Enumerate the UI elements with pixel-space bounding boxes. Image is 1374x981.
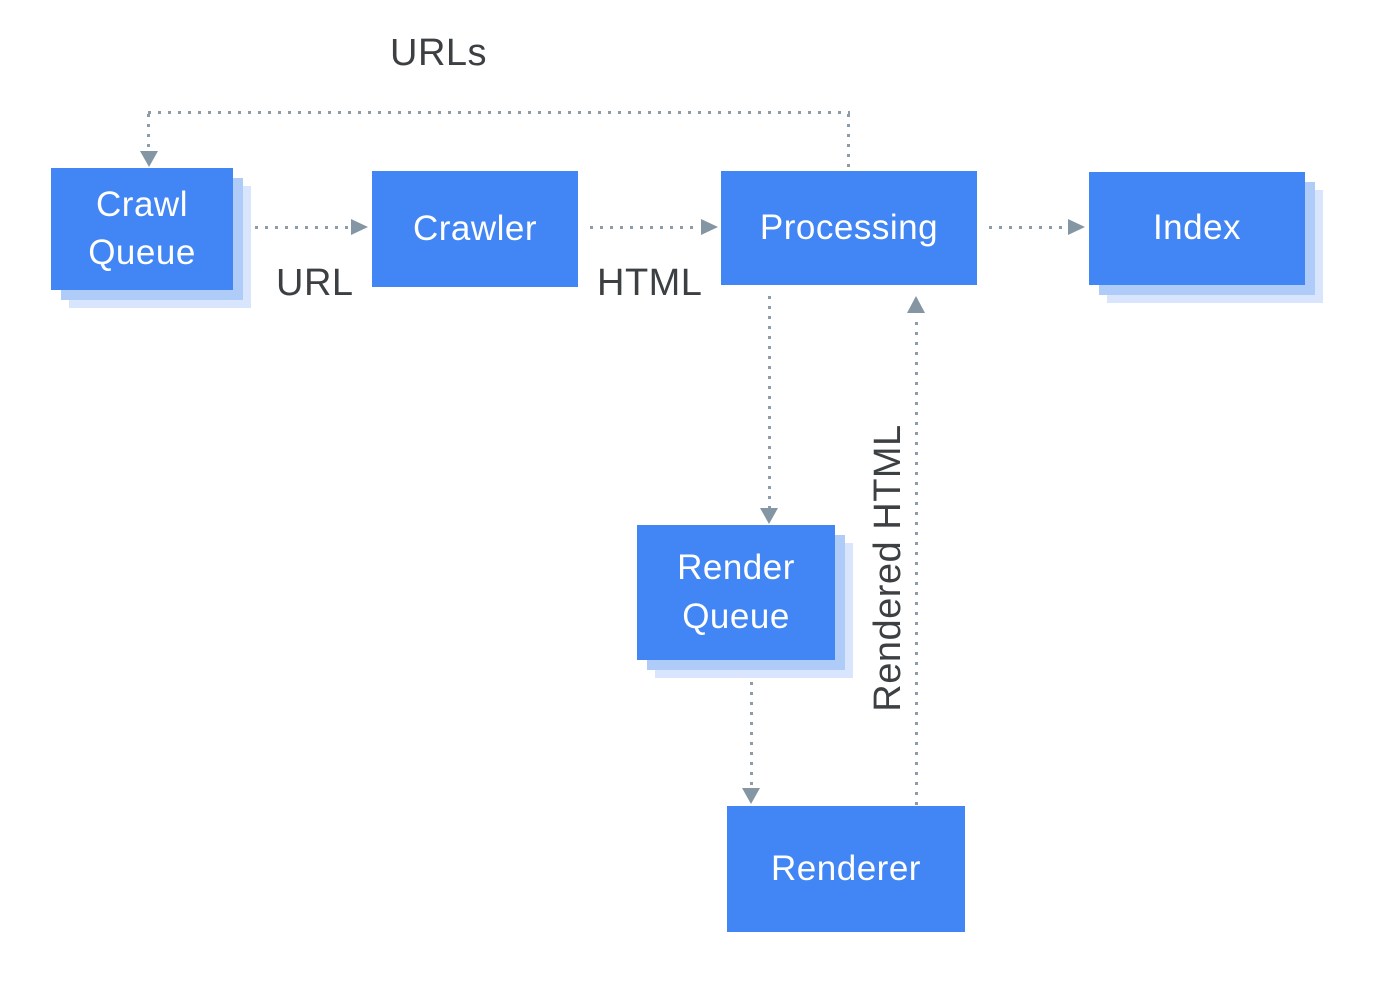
node-renderer-label: Renderer xyxy=(771,848,921,888)
arrow-right-icon xyxy=(701,219,718,235)
edge-processing-to-index-line xyxy=(989,226,1067,229)
edge-crawler-to-processing-line xyxy=(590,226,700,229)
node-crawl-queue: Crawl Queue xyxy=(51,168,233,290)
node-renderer: Renderer xyxy=(727,806,965,932)
edge-processing-to-crawl-queue-vline-right xyxy=(847,114,850,171)
edge-processing-to-render-queue-line xyxy=(768,296,771,508)
arrow-down-icon xyxy=(742,788,760,804)
node-processing-label: Processing xyxy=(759,207,939,247)
node-index: Index xyxy=(1089,172,1305,285)
edge-processing-to-crawl-queue-hline xyxy=(148,111,850,114)
edge-processing-to-crawl-queue-vline-left xyxy=(147,114,150,152)
node-crawler: Crawler xyxy=(372,171,578,287)
node-processing: Processing xyxy=(721,171,977,285)
node-render-queue: Render Queue xyxy=(637,525,835,660)
arrow-up-icon xyxy=(907,296,925,313)
edge-label-urls: URLs xyxy=(390,32,488,74)
node-crawl-queue-label: Crawl Queue xyxy=(88,184,196,272)
arrow-down-icon xyxy=(760,508,778,524)
edge-crawl-queue-to-crawler-line xyxy=(255,226,350,229)
edge-label-html: HTML xyxy=(597,262,703,304)
arrow-right-icon xyxy=(1068,219,1085,235)
node-render-queue-label: Render Queue xyxy=(677,548,795,636)
edge-render-queue-to-renderer-line xyxy=(750,672,753,788)
arrow-right-icon xyxy=(351,219,368,235)
node-crawler-label: Crawler xyxy=(412,208,538,248)
edge-label-url: URL xyxy=(276,262,354,304)
edge-renderer-to-processing-line xyxy=(915,322,918,806)
node-index-label: Index xyxy=(1152,208,1242,248)
arrow-down-icon xyxy=(140,151,158,167)
edge-label-rendered-html: Rendered HTML xyxy=(867,424,909,712)
